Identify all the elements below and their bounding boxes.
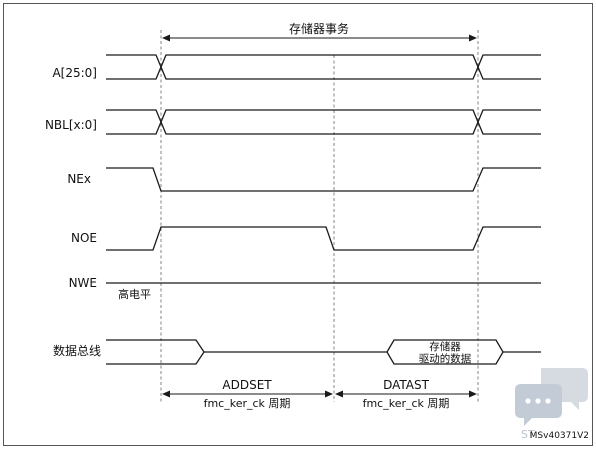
addset-unit-label: fmc_ker_ck 周期 [204, 397, 291, 410]
datast-unit-label: fmc_ker_ck 周期 [363, 397, 450, 410]
figure-id: MSv40371V2 [530, 431, 589, 441]
chat-bubble-icon [515, 368, 588, 426]
datast-span: DATAST fmc_ker_ck 周期 [335, 378, 477, 410]
waveform-ne [106, 167, 541, 192]
data-driven-label-2: 驱动的数据 [419, 352, 472, 365]
waveform-nbl [106, 109, 541, 135]
signal-label-nbl: NBL[x:0] [45, 118, 97, 132]
transaction-span-label: 存储器事务 [289, 21, 349, 36]
signal-label-ne: NEx [67, 172, 91, 186]
signal-label-data-bus: 数据总线 [53, 343, 101, 358]
waveform-data-bus: 存储器 驱动的数据 [106, 339, 541, 365]
signal-label-nwe: NWE [69, 276, 97, 290]
waveform-addr [106, 54, 541, 80]
data-driven-label-1: 存储器 [429, 340, 461, 353]
waveform-noe [106, 226, 541, 251]
addset-span: ADDSET fmc_ker_ck 周期 [162, 378, 333, 410]
transaction-span: 存储器事务 [162, 21, 477, 42]
signal-label-noe: NOE [71, 231, 97, 245]
datast-label: DATAST [383, 378, 430, 392]
nwe-high-note: 高电平 [118, 287, 151, 301]
watermark-text: ST [521, 428, 535, 441]
signal-label-addr: A[25:0] [52, 66, 97, 80]
addset-label: ADDSET [222, 378, 272, 392]
figure-border [3, 3, 593, 446]
